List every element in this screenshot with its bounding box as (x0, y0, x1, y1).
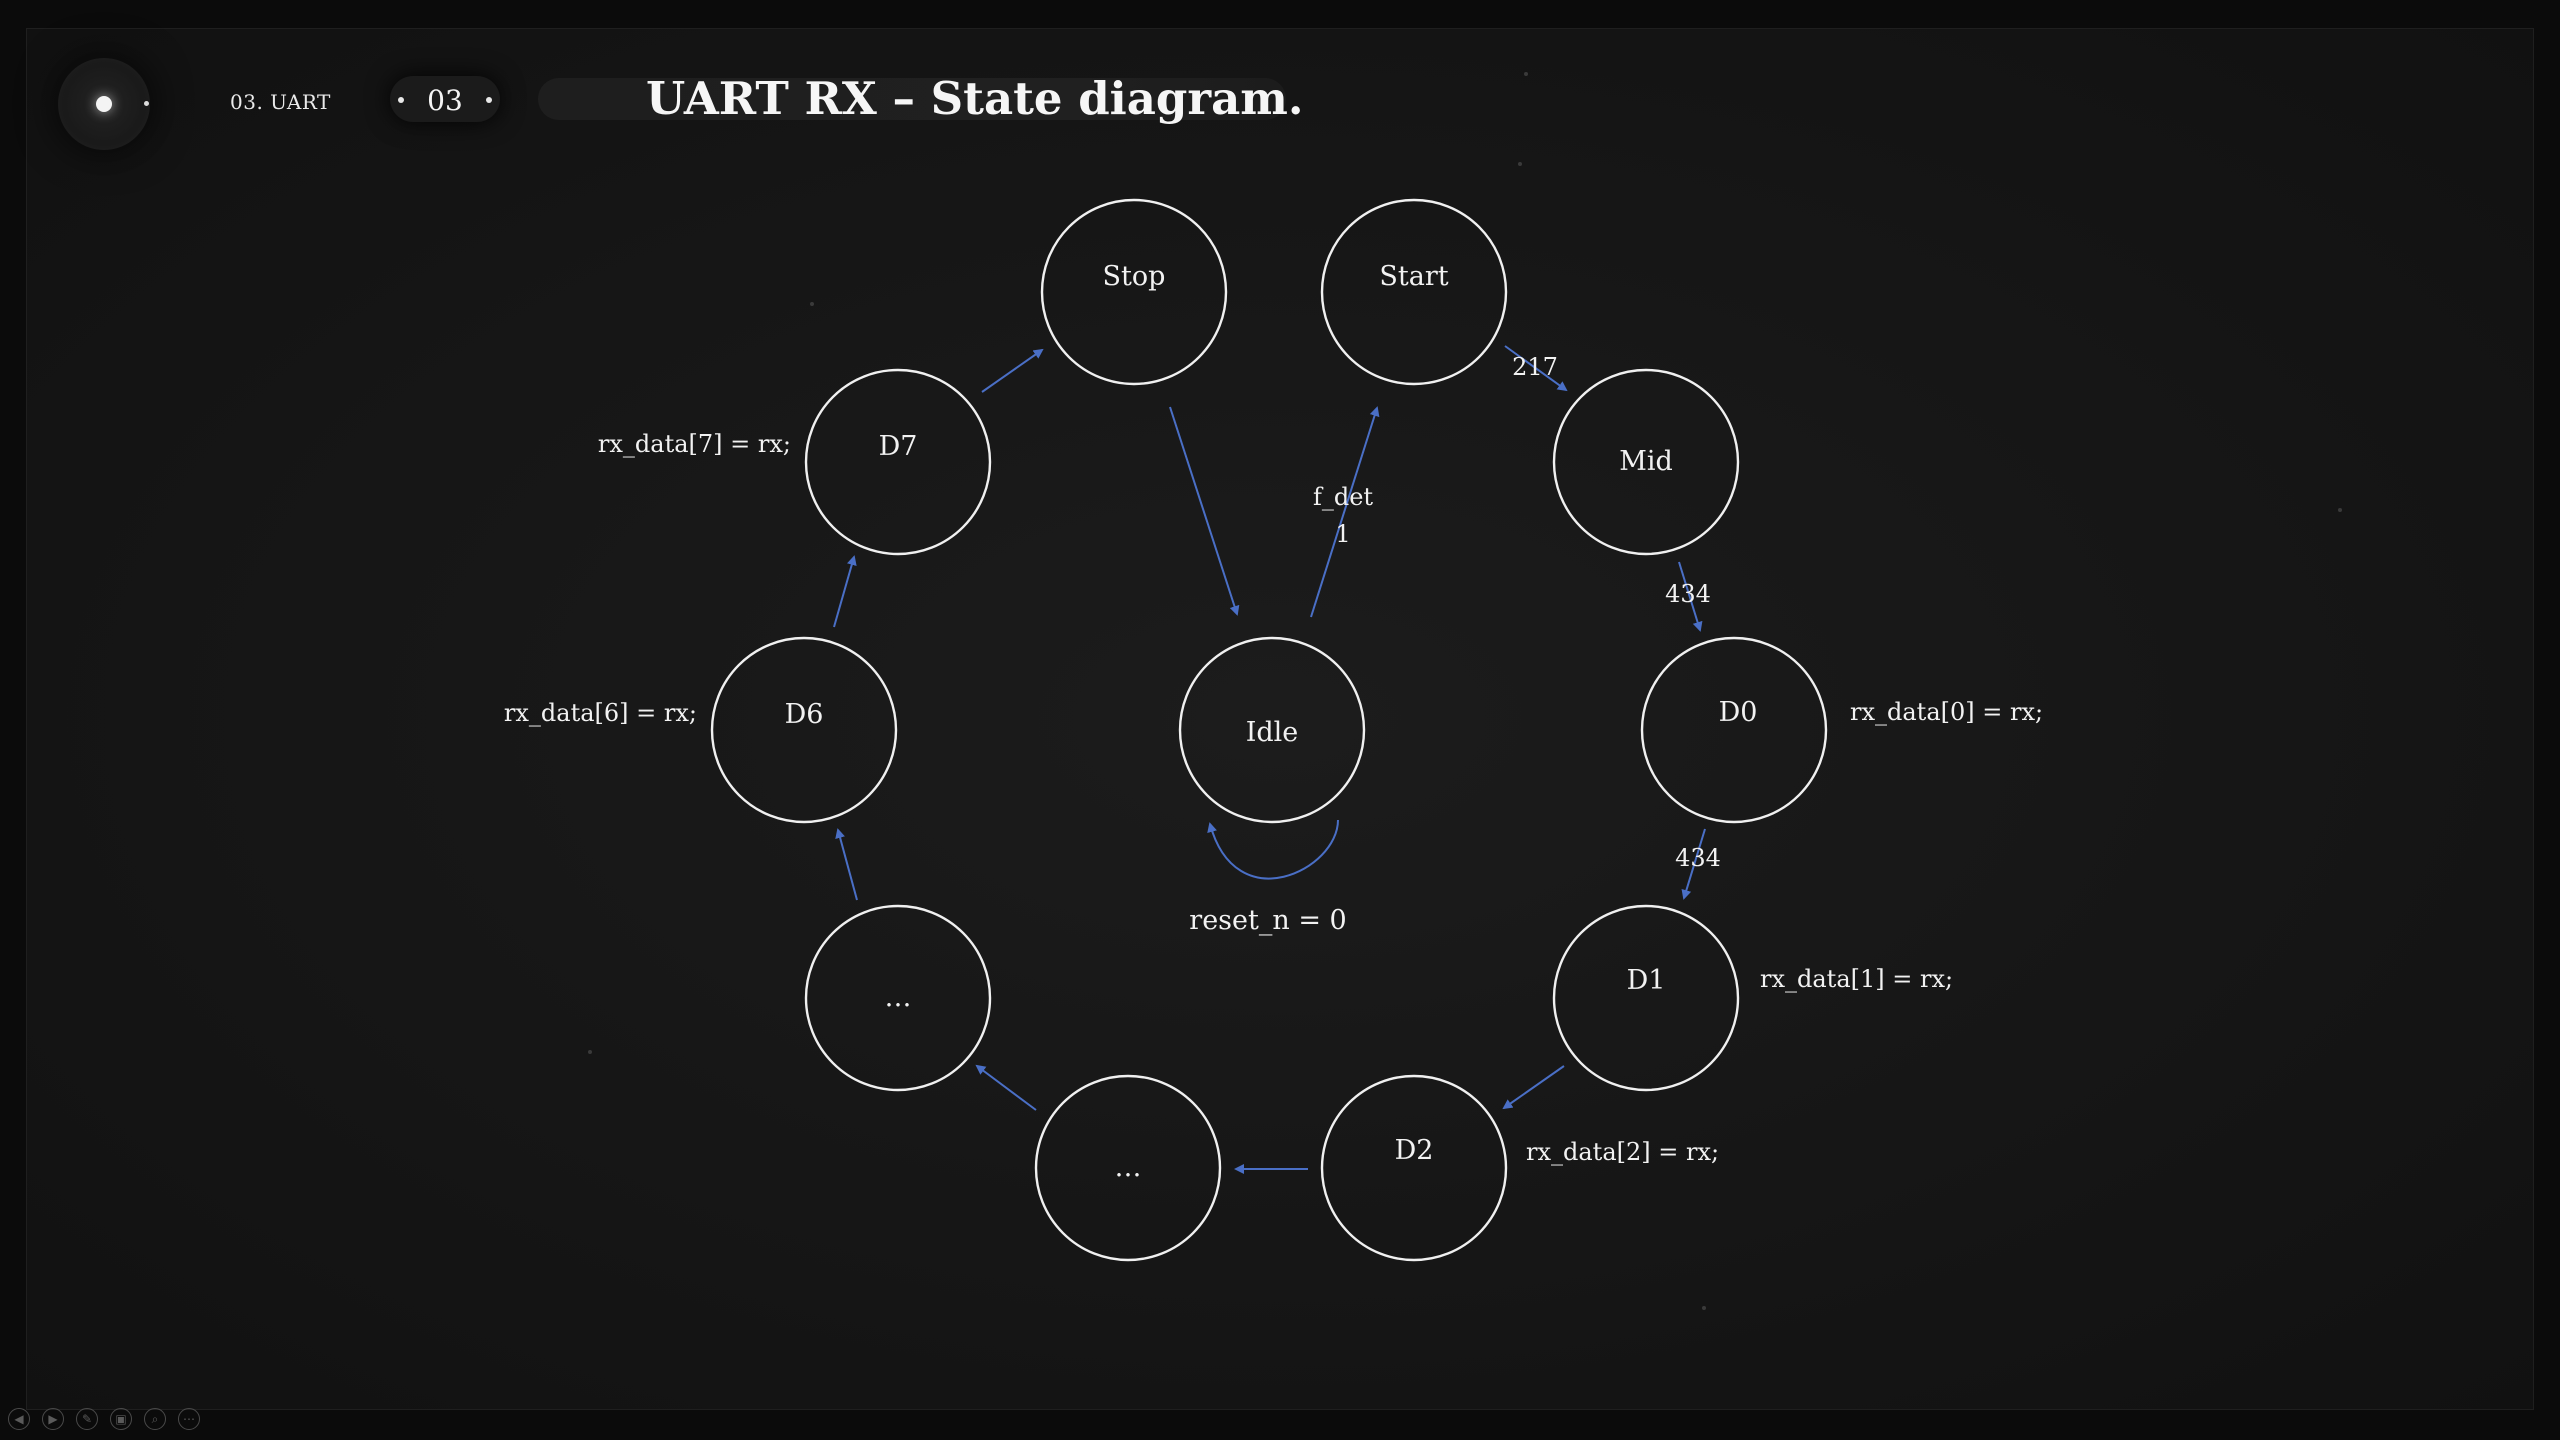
zoom-button[interactable]: ⌕ (144, 1408, 166, 1430)
state-dots-bottom (1034, 1074, 1222, 1262)
edge-idle-to-start (1310, 406, 1380, 618)
edge-idle-self-loop (1207, 819, 1339, 880)
background-speck (1518, 162, 1522, 166)
state-d6 (710, 636, 898, 824)
transition-label-idle-start-condition: f_det (1313, 483, 1373, 511)
edge-d6-to-d7 (833, 555, 857, 628)
background-speck (1702, 1306, 1706, 1310)
annotation-d7: rx_data[7] = rx; (598, 430, 791, 458)
slides-icon: ▣ (115, 1412, 127, 1426)
next-slide-button[interactable]: ▶ (42, 1408, 64, 1430)
edge-d1-to-d2 (1502, 1065, 1565, 1110)
orb-core (96, 96, 112, 112)
zoom-icon: ⌕ (151, 1412, 159, 1426)
edge-dots-left-to-d6 (835, 828, 858, 901)
slide (26, 28, 2534, 1410)
state-idle-label: Idle (1246, 717, 1299, 748)
more-options-button[interactable]: ⋯ (178, 1408, 200, 1430)
edge-d0-to-d1 (1681, 828, 1706, 900)
edge-stop-to-idle (1169, 406, 1240, 616)
slides-button[interactable]: ▣ (110, 1408, 132, 1430)
background-speck (588, 1050, 592, 1054)
state-stop (1040, 198, 1228, 386)
state-mid (1552, 368, 1740, 556)
state-d0-label: D0 (1719, 697, 1758, 728)
badge-dot-left (398, 97, 404, 103)
next-icon: ▶ (48, 1412, 58, 1426)
section-label: 03. UART (230, 90, 331, 114)
annotation-d0: rx_data[0] = rx; (1850, 698, 2043, 726)
transition-label-idle-start-value: 1 (1335, 520, 1350, 548)
previous-icon: ◀ (14, 1412, 24, 1426)
state-d7-label: D7 (879, 431, 918, 462)
title-bar (538, 78, 1286, 120)
annotation-d6: rx_data[6] = rx; (504, 699, 697, 727)
orb-dot (144, 101, 149, 106)
edge-start-to-mid (1504, 345, 1568, 392)
previous-slide-button[interactable]: ◀ (8, 1408, 30, 1430)
state-stop-label: Stop (1103, 261, 1166, 292)
transition-label-start-mid: 217 (1512, 353, 1558, 381)
edge-d7-to-stop (981, 348, 1044, 393)
edge-mid-to-d0 (1678, 561, 1703, 632)
state-d1-label: D1 (1627, 965, 1666, 996)
state-d7 (804, 368, 992, 556)
pen-button[interactable]: ✎ (76, 1408, 98, 1430)
logo-orb-icon (58, 58, 150, 150)
transition-label-mid-d0: 434 (1665, 580, 1711, 608)
state-idle (1178, 636, 1366, 824)
page-number: 03 (427, 84, 463, 117)
state-start (1320, 198, 1508, 386)
transition-label-d0-d1: 434 (1675, 844, 1721, 872)
state-dots-left-label: … (885, 982, 912, 1013)
edge-dots-bottom-to-dots-left (975, 1064, 1037, 1111)
annotation-d1: rx_data[1] = rx; (1760, 965, 1953, 993)
background-speck (2338, 508, 2342, 512)
pen-icon: ✎ (81, 1412, 93, 1426)
page-title: UART RX – State diagram. (646, 72, 1304, 125)
badge-dot-right (486, 97, 492, 103)
state-start-label: Start (1379, 261, 1448, 292)
page-number-badge: 03 (390, 76, 500, 122)
background-speck (1524, 72, 1528, 76)
background-speck (810, 302, 814, 306)
state-dots-bottom-label: … (1115, 1152, 1142, 1183)
state-dots-left (804, 904, 992, 1092)
state-d0 (1640, 636, 1828, 824)
more-icon: ⋯ (183, 1412, 195, 1426)
presentation-toolbar: ◀ ▶ ✎ ▣ ⌕ ⋯ (8, 1408, 200, 1432)
state-d2 (1320, 1074, 1508, 1262)
annotation-idle-reset: reset_n = 0 (1189, 905, 1346, 936)
annotation-d2: rx_data[2] = rx; (1526, 1138, 1719, 1166)
state-d6-label: D6 (785, 699, 824, 730)
state-mid-label: Mid (1619, 446, 1673, 477)
state-d1 (1552, 904, 1740, 1092)
state-d2-label: D2 (1395, 1135, 1434, 1166)
